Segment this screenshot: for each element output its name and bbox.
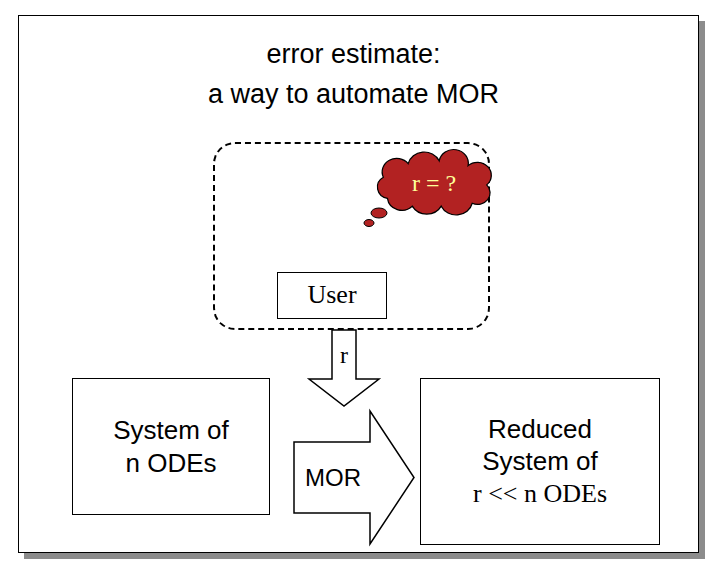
thought-bubble	[364, 220, 374, 227]
user-box: User	[277, 272, 387, 319]
node-text: Reduced System of	[465, 413, 615, 478]
node-text: MOR	[305, 463, 361, 493]
thought-bubble	[371, 208, 387, 218]
hollow-arrow	[309, 330, 379, 406]
node-text: User	[307, 279, 356, 312]
node-text: a way to automate MOR	[115, 78, 592, 112]
system-box: System ofn ODEs	[72, 378, 270, 515]
node-text: r = ?	[412, 168, 456, 198]
block-arrow-outline	[294, 411, 414, 544]
reduced-box: Reduced System ofr << n ODEs	[420, 378, 660, 545]
cloud-outline	[377, 150, 491, 215]
mor-arrow: MOR	[293, 410, 415, 545]
node-text: error estimate:	[115, 38, 592, 72]
outer-frame	[19, 16, 699, 553]
thought-cloud: r = ?	[373, 156, 495, 210]
node-text: r << n ODEs	[473, 478, 607, 511]
node-text: n ODEs	[125, 447, 216, 480]
dashed-region: error estimate:a way to automate MORr = …	[213, 142, 490, 330]
node-text: System of	[113, 414, 229, 447]
edge-label: r	[340, 343, 348, 367]
arrow-label-area: MOR	[293, 442, 373, 513]
